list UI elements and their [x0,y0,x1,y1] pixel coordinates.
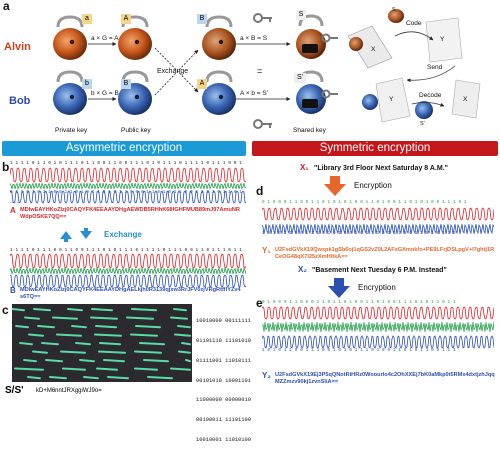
key-row: 00100011 11101100 [196,417,251,424]
flow-x: X [371,46,376,53]
y1-label: Y₁ [262,246,271,255]
panel-a-diagram [53,9,481,129]
bob-lock-with-a-icon [202,70,236,115]
public-key-caption: Public key [121,127,151,134]
alvin-lock-with-b-icon [202,15,236,60]
bits-top: 1 1 1 1 0 1 1 0 1 0 1 1 1 0 1 1 0 0 1 1 … [10,161,245,166]
cipher-a: MDIwEAYHKoZIzj0CAQYFK4EEAAYDHgAEWDB5RHhK… [20,207,240,220]
bits-e-2: 1 0 1 0 1 1 0 0 1 1 1 0 0 1 0 1 0 1 1 1 … [262,348,456,353]
waveforms-b-lower [10,253,246,288]
encryption-arrow-e-icon [328,278,350,298]
tag-B: B [121,79,131,89]
flow-y2: Y [389,96,394,103]
key-row: 10010000 00111111 [196,318,251,325]
bob-step2: A × b = S' [240,90,268,97]
key-row: 11000000 00000010 [196,397,251,404]
symmetric-banner: Symmetric encryption [252,141,498,156]
alvin-step2: a × B = S [240,35,268,42]
tag-A-bottom: A [197,79,207,89]
bob-public-lock-icon [118,70,152,115]
y1-text: U2FsdGVkX19Qwspk1gSb6oj1qGS2vZ0L2AFxGXmn… [275,247,495,260]
label-a: A [10,206,16,215]
waveforms-d [262,207,494,235]
y2-label: Y₂ [262,371,271,380]
y2-text: U2FsdGVkX19Ej3P5qQNotRiHRz0Woourlo4c2OhX… [275,372,495,385]
key-row: 01101110 11101010 [196,337,251,344]
exchange-label: Exchange [157,68,189,75]
flow-arrows [88,42,291,101]
bob-private-lock-icon [53,70,87,115]
private-key-caption: Private key [55,127,88,134]
panel-d-letter: d [256,184,264,198]
tag-S-prime: S' [294,73,306,83]
alvin-shared-lock-icon [296,14,326,59]
x2-label: X₂ [298,265,307,274]
bits-mid: 0 1 1 0 1 0 1 1 0 0 1 1 0 1 0 1 1 0 1 0 … [10,190,245,195]
exchange-arrows-icon [60,228,92,242]
x2-text: "Basement Next Tuesday 6 P.M. Instead" [312,267,447,274]
bits-d-1: 0 1 0 0 0 1 1 0 0 1 1 0 1 0 1 0 1 0 0 1 … [262,200,467,205]
signal-heatmap [12,304,192,382]
tag-B-top: B [197,14,207,24]
key-icon [253,13,338,129]
encryption-arrow-d-icon [324,176,346,196]
ellipsis: ...... [10,199,21,205]
flow-s-bottom: S' [420,121,425,127]
bits-lower: 1 1 1 1 0 1 1 1 0 0 1 1 0 0 1 1 1 0 1 0 … [10,248,245,253]
shared-key-label: S/S' [5,385,24,396]
exchange-text: Exchange [104,230,142,239]
flow-s-top: S [392,7,396,13]
bob-label: Bob [9,95,31,107]
waveforms-e [262,306,494,349]
panel-b-letter: b [2,160,10,174]
encryption-d: Encryption [354,181,392,190]
bits-d-2: 1 0 1 0 1 1 0 0 1 1 1 0 1 0 1 0 0 1 0 1 … [262,231,456,236]
key-row: 10010001 11010100 [196,436,251,443]
waveforms-b-upper [10,167,246,204]
shared-key-caption: Shared key [293,127,326,134]
tag-A: A [121,14,131,24]
alvin-private-lock-icon [53,15,87,60]
bob-step1: b × G = B [91,90,119,97]
equals-sign: = [257,66,263,76]
symmetric-flow-sketch [347,9,481,123]
key-bit-rows: 10010000 00111111 01101110 11101010 0111… [196,305,251,450]
panel-e-letter: e [256,296,263,310]
x1-text: "Library 3rd Floor Next Saturday 8 A.M." [314,165,448,172]
key-row: 00101010 10001101 [196,377,251,384]
panel-a-letter: a [3,0,10,13]
shared-key-value: kD+M6nntJRXggiWJ9o= [36,388,102,394]
asymmetric-banner: Asymmetric encryption [2,141,246,156]
flow-x2: X [463,96,468,103]
label-b: B [10,286,16,295]
alvin-step1: a × G = A [91,35,119,42]
x1-label: X₁ [300,163,309,172]
flow-y1: Y [440,36,445,43]
alvin-label: Alvin [4,41,31,53]
bits-e-1: 0 1 0 0 0 1 1 0 0 0 1 1 0 1 1 0 1 0 0 1 … [262,300,456,305]
key-row: 01111001 11010111 [196,357,251,364]
tag-a: a [82,14,92,24]
encryption-e: Encryption [358,283,396,292]
panel-c-letter: c [2,303,9,317]
flow-decode: Decode [419,92,442,99]
tag-S: S [296,10,306,20]
tag-b: b [82,79,92,89]
cipher-b: MDIwEAYHKoZIzj0CAQYFK4EEAAYDHgAELkjh0R31… [20,287,241,300]
flow-code: Code [406,20,422,27]
flow-send: Send [427,64,443,71]
